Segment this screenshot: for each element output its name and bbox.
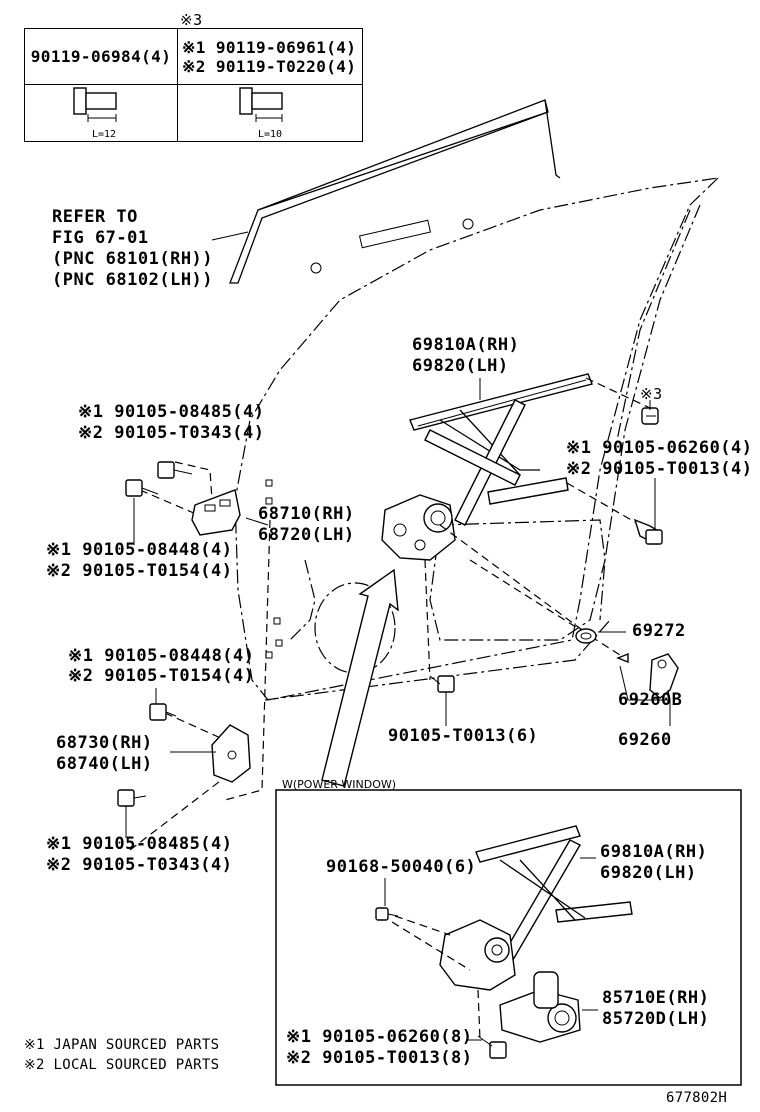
window-regulator — [381, 373, 593, 561]
lower-hinge-lh-label: 68740(LH) — [56, 754, 153, 774]
legend-local: ※2 LOCAL SOURCED PARTS — [24, 1057, 220, 1073]
pw-bolt-p2: ※2 90105-T0013(8) — [286, 1048, 473, 1068]
lower-hinge-bolt-p1: ※1 90105-08448(4) — [68, 646, 255, 666]
lower-hinge-bolt2-p2: ※2 90105-T0343(4) — [46, 855, 233, 875]
pw-motor-lh-label: 85720D(LH) — [602, 1009, 710, 1029]
legend-japan: ※1 JAPAN SOURCED PARTS — [24, 1037, 220, 1053]
lower-hinge-bolt2-p1: ※1 90105-08485(4) — [46, 834, 233, 854]
upper-hinge-rh-label: 68710(RH) — [258, 504, 355, 524]
refer-line3: (PNC 68101(RH)) — [52, 249, 214, 269]
bolt-bottom — [429, 675, 455, 693]
table-part-90119-06984: 90119-06984(4) — [30, 47, 172, 66]
pw-screw — [375, 907, 399, 921]
upper-hinge-lh-label: 68720(LH) — [258, 525, 355, 545]
refer-line2: FIG 67-01 — [52, 228, 149, 248]
power-window-arrow — [321, 568, 399, 787]
handle-sub-label: 69260B — [618, 690, 683, 710]
bottom-bolt-label: 90105-T0013(6) — [388, 726, 539, 746]
refer-line1: REFER TO — [52, 207, 138, 227]
table-part-90119-06961: ※1 90119-06961(4) — [182, 37, 357, 57]
upper-hinge-bolt-p1: ※1 90105-08485(4) — [78, 402, 265, 422]
bolt-upper-hinge-top — [157, 461, 193, 479]
bolt-regulator-a — [633, 518, 663, 545]
pw-bolt — [477, 1035, 507, 1059]
length-label-l10: L=10 — [258, 129, 283, 140]
upper-hinge-bolt2-p2: ※2 90105-T0154(4) — [46, 561, 233, 581]
table-cell-icon1 — [24, 84, 178, 142]
lower-hinge-rh-label: 68730(RH) — [56, 733, 153, 753]
lower-hinge-part — [211, 724, 251, 783]
handle-assy-label: 69260 — [618, 730, 672, 750]
table-note-mark: ※3 — [180, 11, 203, 29]
pw-bolt-p1: ※1 90105-06260(8) — [286, 1027, 473, 1047]
table-cell-icon2 — [177, 84, 363, 142]
handle-clip-part — [616, 652, 629, 664]
table-cell-part1: 90119-06984(4) — [24, 28, 178, 85]
bolt-a-p1: ※1 90105-06260(4) — [566, 438, 753, 458]
pw-regulator-rh-label: 69810A(RH) — [600, 842, 708, 862]
leader-lines — [125, 231, 671, 838]
upper-hinge-part — [191, 489, 241, 536]
figure-id: 677802H — [666, 1090, 728, 1106]
table-part-90119-T0220: ※2 90119-T0220(4) — [182, 56, 357, 76]
window-glass — [229, 99, 561, 284]
bolt-lower-hinge-side — [117, 789, 147, 807]
fastener-table: 90119-06984(4) ※1 90119-06961(4) ※2 9011… — [24, 28, 363, 142]
dashed-leaders — [129, 377, 651, 851]
pw-leaders — [384, 857, 598, 1041]
power-window-frame — [275, 789, 742, 1086]
bolt-upper-hinge-side — [125, 479, 159, 497]
power-window-title: W(POWER WINDOW) — [282, 778, 397, 791]
table-cell-part2: ※1 90119-06961(4) ※2 90119-T0220(4) — [177, 28, 363, 85]
pw-motor-rh-label: 85710E(RH) — [602, 988, 710, 1008]
upper-hinge-bolt-p2: ※2 90105-T0343(4) — [78, 423, 265, 443]
bolt-regulator-3 — [641, 407, 659, 425]
lower-hinge-bolt-p2: ※2 90105-T0154(4) — [68, 666, 255, 686]
washer-part — [575, 628, 597, 644]
pw-regulator-lh-label: 69820(LH) — [600, 863, 697, 883]
door-panel — [234, 177, 720, 701]
refer-line4: (PNC 68102(LH)) — [52, 270, 214, 290]
bolt-lower-hinge-top — [149, 703, 177, 721]
pw-motor — [499, 971, 581, 1043]
washer-label: 69272 — [632, 621, 686, 641]
window-handle-part — [649, 653, 679, 699]
upper-hinge-bolt2-p1: ※1 90105-08448(4) — [46, 540, 233, 560]
regulator-rh-label: 69810A(RH) — [412, 335, 520, 355]
pw-regulator — [439, 825, 633, 991]
bolt-a-p2: ※2 90105-T0013(4) — [566, 459, 753, 479]
pw-screw-label: 90168-50040(6) — [326, 857, 477, 877]
length-label-l12: L=12 — [92, 129, 117, 140]
regulator-lh-label: 69820(LH) — [412, 356, 509, 376]
regulator-bolt-mark: ※3 — [640, 385, 663, 403]
